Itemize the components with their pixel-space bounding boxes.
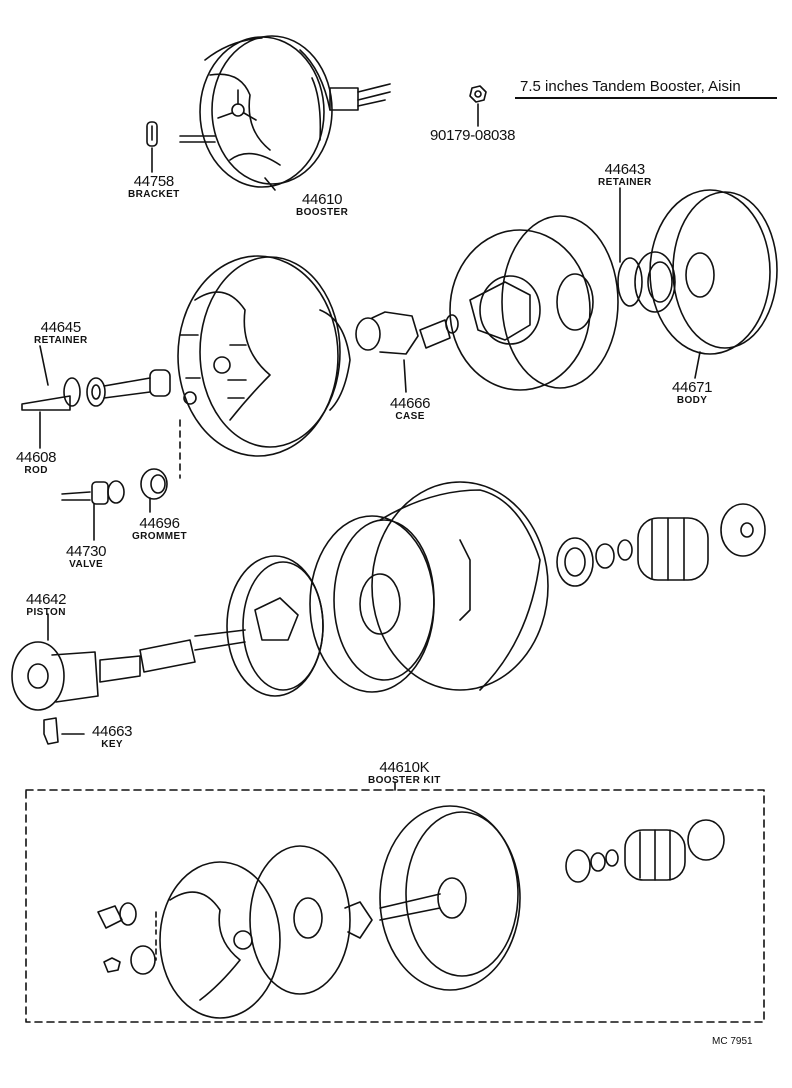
booster-assembly-drawing	[179, 35, 391, 188]
part-number: 44663	[92, 723, 133, 740]
part-number: 90179-08038	[430, 127, 516, 144]
label-grommet: 44696 GROMMET	[132, 516, 187, 542]
title-underline	[515, 97, 777, 99]
part-number: 44645	[40, 319, 82, 336]
part-number: 44642	[26, 591, 67, 608]
case-part	[355, 311, 459, 393]
part-number: 44610K	[379, 759, 430, 776]
part-name: VALVE	[69, 559, 104, 570]
label-valve: 44730 VALVE	[66, 543, 107, 570]
figure-code: MC 7951	[712, 1036, 753, 1047]
part-name: BRACKET	[128, 189, 180, 200]
part-number: 44666	[390, 395, 431, 412]
label-key: 44663 KEY	[92, 723, 133, 750]
label-rod: 44608 ROD	[16, 449, 57, 476]
key-part	[43, 717, 85, 745]
part-number: 44696	[139, 515, 180, 532]
part-number: 44610	[302, 191, 343, 208]
nut-part	[469, 85, 487, 127]
part-number: 44758	[133, 173, 175, 190]
part-number: 44671	[672, 379, 713, 396]
booster-kit-drawing	[97, 805, 725, 1019]
part-name: RETAINER	[598, 177, 652, 188]
label-case: 44666 CASE	[390, 395, 431, 422]
grommet-part	[140, 419, 181, 513]
label-retainer-front: 44643 RETAINER	[598, 162, 652, 188]
part-name: KEY	[101, 739, 123, 750]
piston-part	[11, 613, 246, 711]
label-nut: 90179-08038	[430, 128, 515, 143]
part-name: ROD	[24, 465, 48, 476]
label-body: 44671 BODY	[672, 379, 713, 406]
part-number: 44643	[604, 161, 646, 178]
part-name: CASE	[395, 411, 425, 422]
part-name: BOOSTER	[296, 207, 349, 218]
part-name: GROMMET	[132, 531, 188, 542]
rear-shell-drawing	[226, 481, 766, 697]
label-bracket: 44758 BRACKET	[128, 174, 180, 200]
bracket-part	[146, 121, 158, 173]
part-name: PISTON	[26, 607, 66, 618]
label-booster-kit: 44610K BOOSTER KIT	[368, 760, 441, 786]
booster-kit-box	[25, 789, 765, 1023]
valve-part	[61, 480, 125, 541]
part-name: RETAINER	[34, 335, 88, 346]
diagram-title: 7.5 inches Tandem Booster, Aisin	[520, 78, 741, 95]
part-number: 44608	[16, 449, 57, 466]
part-name: BODY	[676, 395, 708, 406]
label-booster: 44610 BOOSTER	[296, 192, 348, 218]
part-number: 44730	[66, 543, 107, 560]
leader-line	[264, 177, 276, 191]
body-part	[449, 187, 778, 391]
label-piston: 44642 PISTON	[26, 591, 67, 618]
rod-part	[21, 345, 171, 449]
label-retainer-rear: 44645 RETAINER	[34, 320, 88, 346]
part-name: BOOSTER KIT	[368, 775, 441, 786]
front-shell-drawing	[177, 255, 351, 457]
